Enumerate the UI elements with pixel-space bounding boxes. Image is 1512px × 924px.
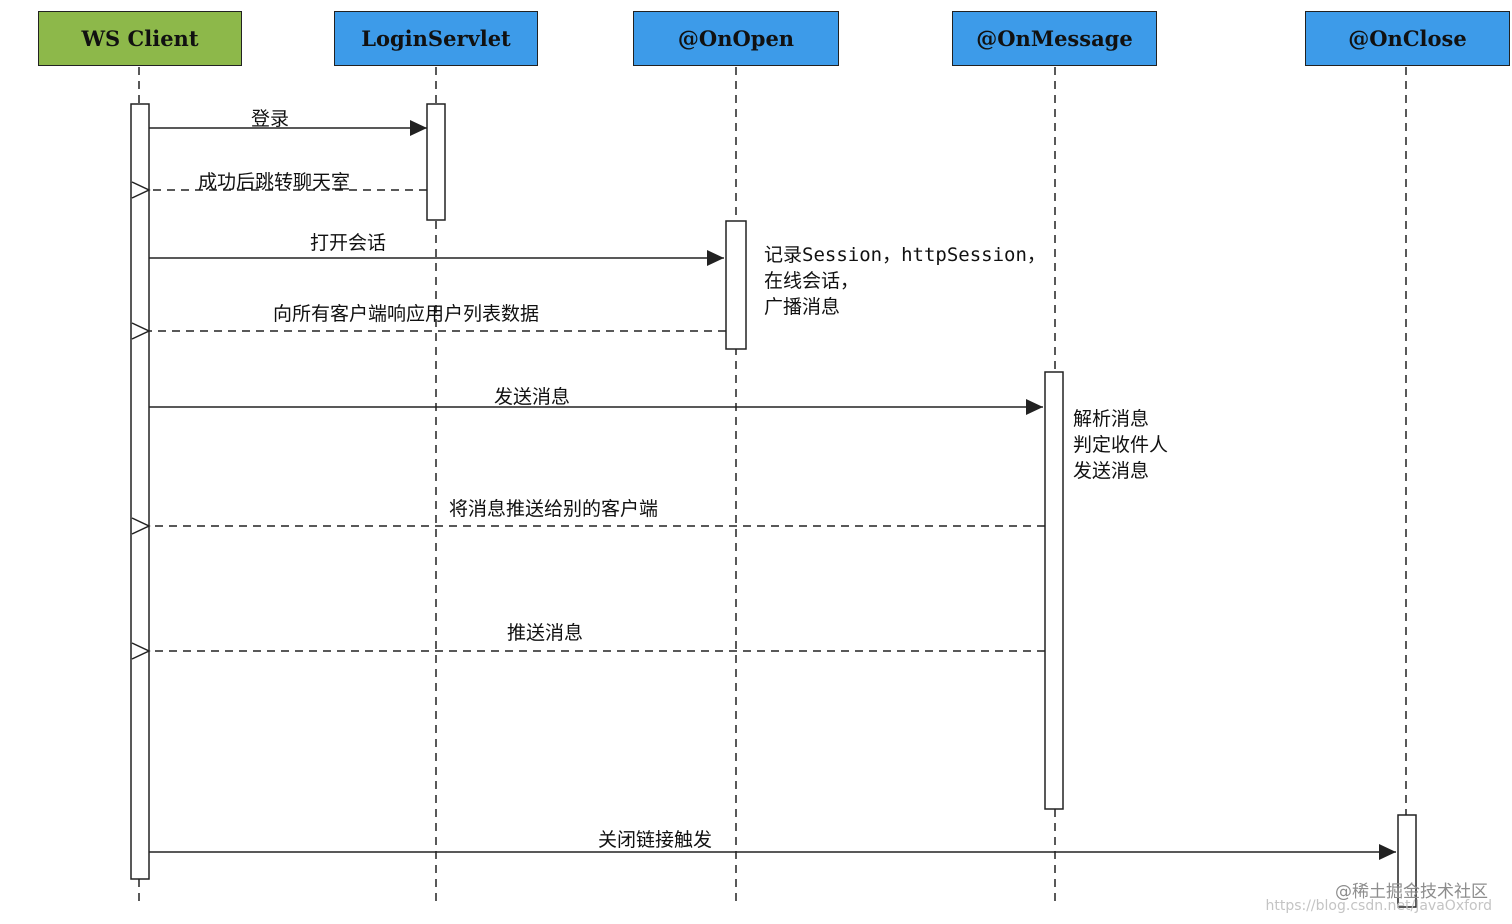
actor-on-close: @OnClose	[1305, 11, 1510, 66]
activation-ws-client	[130, 103, 150, 880]
note-line: 在线会话，	[764, 270, 860, 292]
message-label-login-success: 成功后跳转聊天室	[198, 171, 351, 193]
arrow-login-success	[131, 181, 427, 199]
note-line: 广播消息	[764, 296, 841, 318]
activation-login-servlet	[426, 103, 446, 221]
activation-on-open	[725, 220, 747, 350]
watermark-url: https://blog.csdn.net/JavaOxford	[1265, 898, 1492, 914]
arrow-broadcast	[131, 517, 1045, 535]
activation-on-message	[1044, 371, 1064, 810]
note-on-message: 解析消息 判定收件人 发送消息	[1073, 406, 1168, 484]
actor-on-message: @OnMessage	[952, 11, 1157, 66]
message-label-login: 登录	[251, 108, 290, 130]
actor-ws-client: WS Client	[38, 11, 242, 66]
actor-login-servlet: LoginServlet	[334, 11, 538, 66]
arrow-head-open	[131, 517, 151, 535]
arrow-head-filled	[1026, 399, 1043, 415]
message-label-open-session: 打开会话	[310, 232, 387, 254]
arrow-head-open	[131, 642, 151, 660]
arrow-push	[131, 642, 1045, 660]
arrow-head-open	[131, 181, 151, 199]
arrow-head-filled	[410, 120, 427, 136]
message-label-close: 关闭链接触发	[598, 829, 713, 851]
message-label-broadcast: 将消息推送给别的客户端	[449, 498, 659, 520]
message-label-user-list: 向所有客户端响应用户列表数据	[273, 303, 540, 325]
note-line: 判定收件人	[1073, 434, 1169, 456]
actor-on-open: @OnOpen	[633, 11, 839, 66]
message-label-push: 推送消息	[507, 622, 584, 644]
activation-on-close	[1397, 814, 1417, 908]
note-line: 解析消息	[1073, 408, 1150, 430]
arrow-login	[149, 120, 427, 136]
note-line: 记录Session，httpSession，	[764, 244, 1046, 266]
arrow-head-filled	[1379, 844, 1396, 860]
arrow-send	[149, 399, 1043, 415]
arrow-user-list	[131, 322, 726, 340]
arrow-head-open	[131, 322, 151, 340]
note-on-open: 记录Session，httpSession， 在线会话， 广播消息	[764, 242, 1046, 320]
arrow-close	[149, 844, 1396, 860]
message-label-send: 发送消息	[494, 386, 571, 408]
watermark-site: @稀土掘金技术社区	[1335, 882, 1488, 902]
arrow-open-session	[149, 250, 724, 266]
note-line: 发送消息	[1073, 460, 1150, 482]
arrow-head-filled	[707, 250, 724, 266]
